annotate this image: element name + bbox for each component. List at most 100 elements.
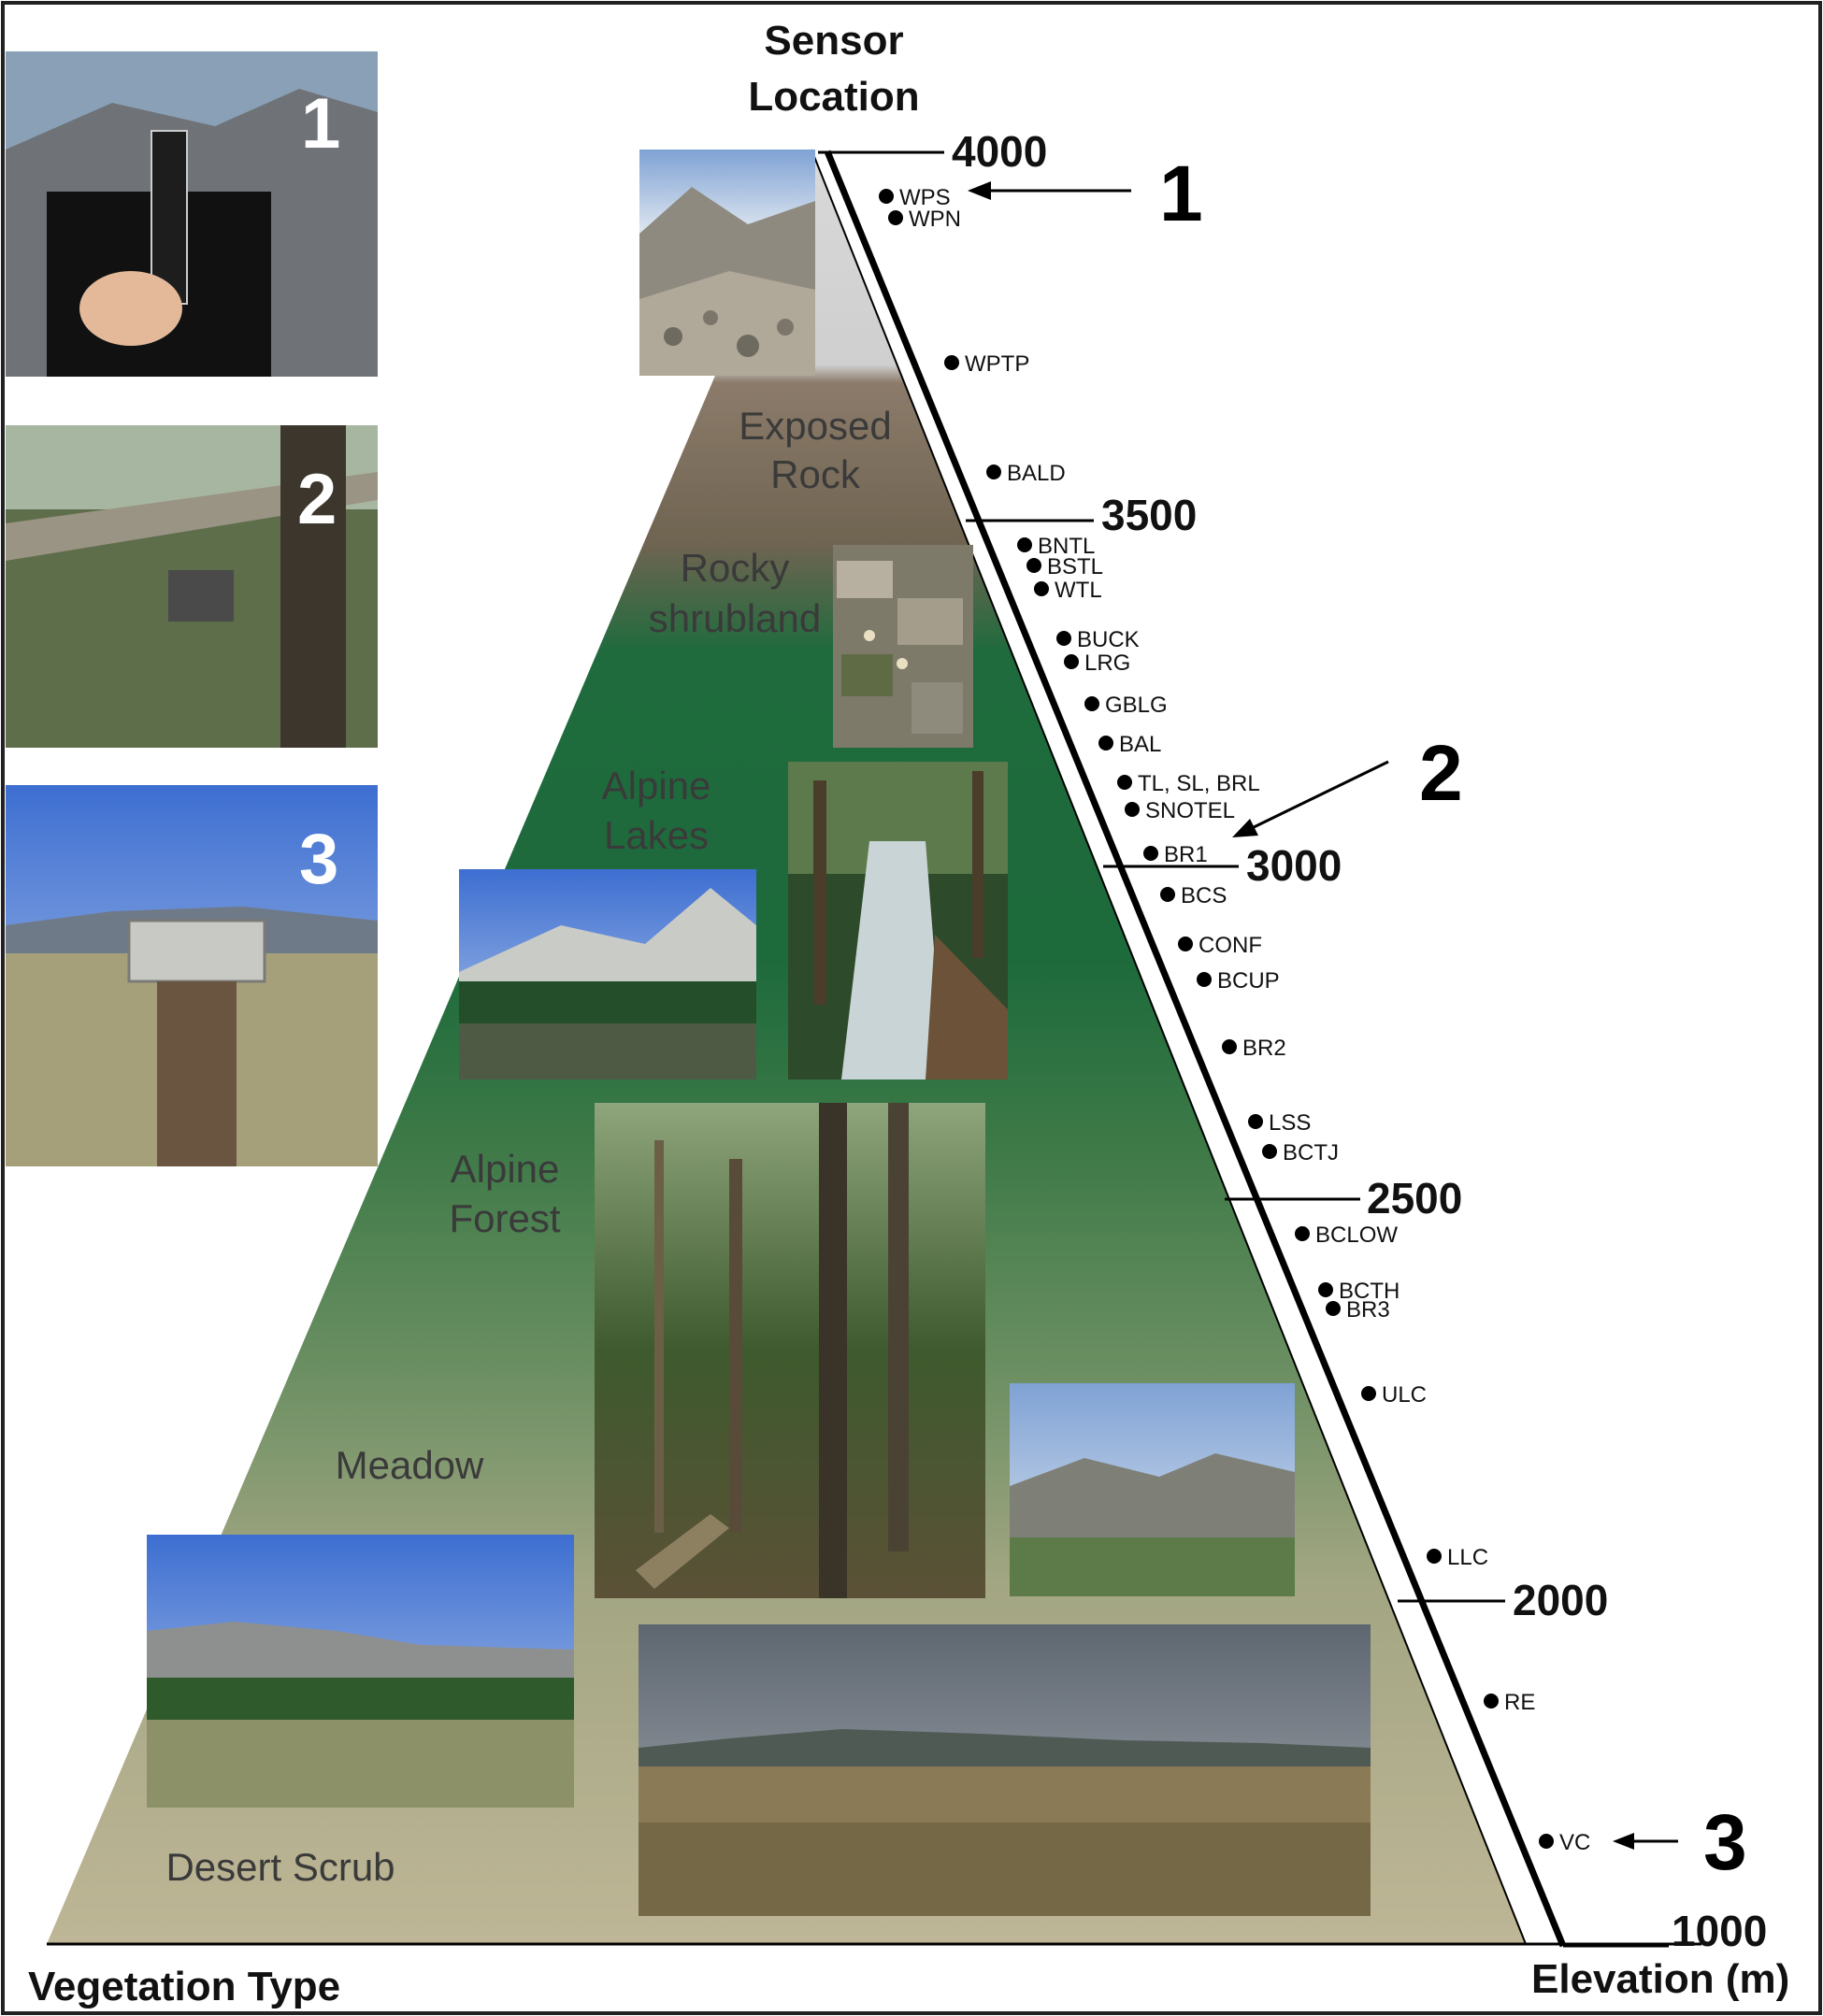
elev-label-3000: 3000 [1246, 841, 1342, 890]
elev-label-1000: 1000 [1672, 1907, 1767, 1955]
arrowhead-3 [1613, 1833, 1634, 1850]
site-label: VC [1559, 1830, 1590, 1855]
site-marker [1160, 887, 1175, 902]
site-marker [1056, 631, 1071, 646]
site-label: BCTJ [1283, 1140, 1339, 1165]
zone-meadow: Meadow [336, 1443, 484, 1487]
site-marker [1361, 1386, 1376, 1401]
sensor-location-title-line2: Location [748, 74, 919, 120]
zone-rocky-shrubland-line1: Rocky [681, 546, 790, 590]
sensor-location-title-line1: Sensor [764, 18, 903, 64]
elevation-axis-line [824, 150, 1567, 1948]
site-label: BNTL [1038, 534, 1095, 559]
site-marker [944, 355, 959, 370]
site-label: BSTL [1047, 554, 1103, 579]
site-label: BCTH [1339, 1279, 1400, 1304]
site-marker [888, 210, 903, 225]
site-marker [1326, 1301, 1341, 1316]
photo-number-3: 3 [299, 820, 338, 899]
elev-label-3500: 3500 [1101, 491, 1197, 539]
site-label: BCLOW [1315, 1222, 1398, 1248]
sensor-photo-2 [6, 425, 378, 748]
site-marker [986, 465, 1001, 479]
site-label: ULC [1382, 1382, 1427, 1408]
site-marker [1017, 537, 1032, 552]
site-marker [1248, 1114, 1263, 1129]
site-label: TL, SL, BRL [1138, 771, 1260, 796]
site-marker [1084, 696, 1099, 711]
site-marker [1295, 1226, 1310, 1241]
zone-alpine-forest-line1: Alpine [451, 1147, 560, 1191]
site-marker [1318, 1282, 1333, 1297]
site-marker [1143, 846, 1158, 861]
site-label: BCUP [1217, 968, 1280, 994]
site-marker [1125, 802, 1140, 817]
site-marker [1222, 1039, 1237, 1054]
photo-number-2: 2 [297, 460, 337, 539]
callout-arrows [968, 181, 1678, 1850]
site-label: BR1 [1164, 842, 1208, 867]
site-label: BR3 [1346, 1297, 1390, 1323]
site-label: BCS [1181, 883, 1227, 908]
site-marker [1539, 1834, 1554, 1849]
zone-alpine-lakes-line2: Lakes [604, 813, 709, 857]
pyramid-edge [811, 149, 1527, 1945]
callout-number-3: 3 [1703, 1798, 1747, 1886]
site-label: BR2 [1242, 1036, 1286, 1061]
site-marker [1064, 654, 1079, 669]
site-marker [1262, 1144, 1277, 1159]
site-marker [1117, 775, 1132, 790]
zone-rocky-shrubland-line2: shrubland [649, 596, 821, 640]
zone-alpine-lakes-line1: Alpine [602, 764, 711, 808]
callout-number-1: 1 [1159, 150, 1203, 237]
elevation-axis-label: Elevation (m) [1531, 1956, 1789, 2002]
zone-exposed-rock-line2: Rock [770, 452, 861, 496]
site-label: RE [1504, 1690, 1535, 1715]
vegetation-type-label: Vegetation Type [28, 1964, 340, 2009]
site-label: WPN [909, 207, 961, 232]
site-label: LSS [1269, 1110, 1311, 1136]
meadow-photo [1010, 1383, 1295, 1596]
site-label: BAL [1119, 732, 1161, 757]
site-label: BALD [1007, 461, 1066, 486]
site-marker [1484, 1694, 1499, 1709]
zone-alpine-forest-line2: Forest [449, 1196, 560, 1240]
site-marker [879, 189, 894, 204]
sensor-photo-3 [6, 785, 378, 1166]
site-marker [1427, 1549, 1442, 1564]
site-label: LRG [1084, 651, 1130, 676]
site-label: BUCK [1077, 627, 1140, 652]
alpine-lake-photo [459, 869, 756, 1079]
site-marker [1197, 972, 1212, 987]
site-marker [1098, 736, 1113, 751]
zone-desert-scrub: Desert Scrub [165, 1845, 395, 1889]
site-label: WPS [899, 185, 951, 210]
arrowhead-2 [1232, 819, 1258, 837]
desert-scrub-photo-right [639, 1624, 1371, 1916]
site-label: WTL [1055, 578, 1102, 603]
photo-number-1: 1 [301, 84, 340, 164]
callout-number-2: 2 [1419, 729, 1463, 817]
site-marker [1026, 558, 1041, 573]
stream-photo [788, 762, 1008, 1079]
callout-arrow-2 [1247, 760, 1389, 832]
site-marker [1178, 937, 1193, 951]
sensor-photo-1 [6, 51, 378, 377]
exposed-rock-photo [639, 150, 815, 376]
site-label: LLC [1447, 1545, 1488, 1570]
alpine-forest-photo [595, 1103, 985, 1598]
zone-exposed-rock-line1: Exposed [739, 404, 891, 448]
elev-label-4000: 4000 [952, 127, 1047, 176]
site-label: WPTP [965, 351, 1029, 377]
site-label: GBLG [1105, 693, 1168, 718]
rocky-shrubland-photo [833, 545, 973, 748]
arrowhead-1 [968, 181, 991, 200]
elev-label-2000: 2000 [1513, 1576, 1608, 1624]
desert-scrub-photo-left [147, 1535, 574, 1808]
elevation-ticks [818, 150, 1669, 1948]
elev-label-2500: 2500 [1367, 1174, 1462, 1222]
site-label: CONF [1199, 933, 1262, 958]
